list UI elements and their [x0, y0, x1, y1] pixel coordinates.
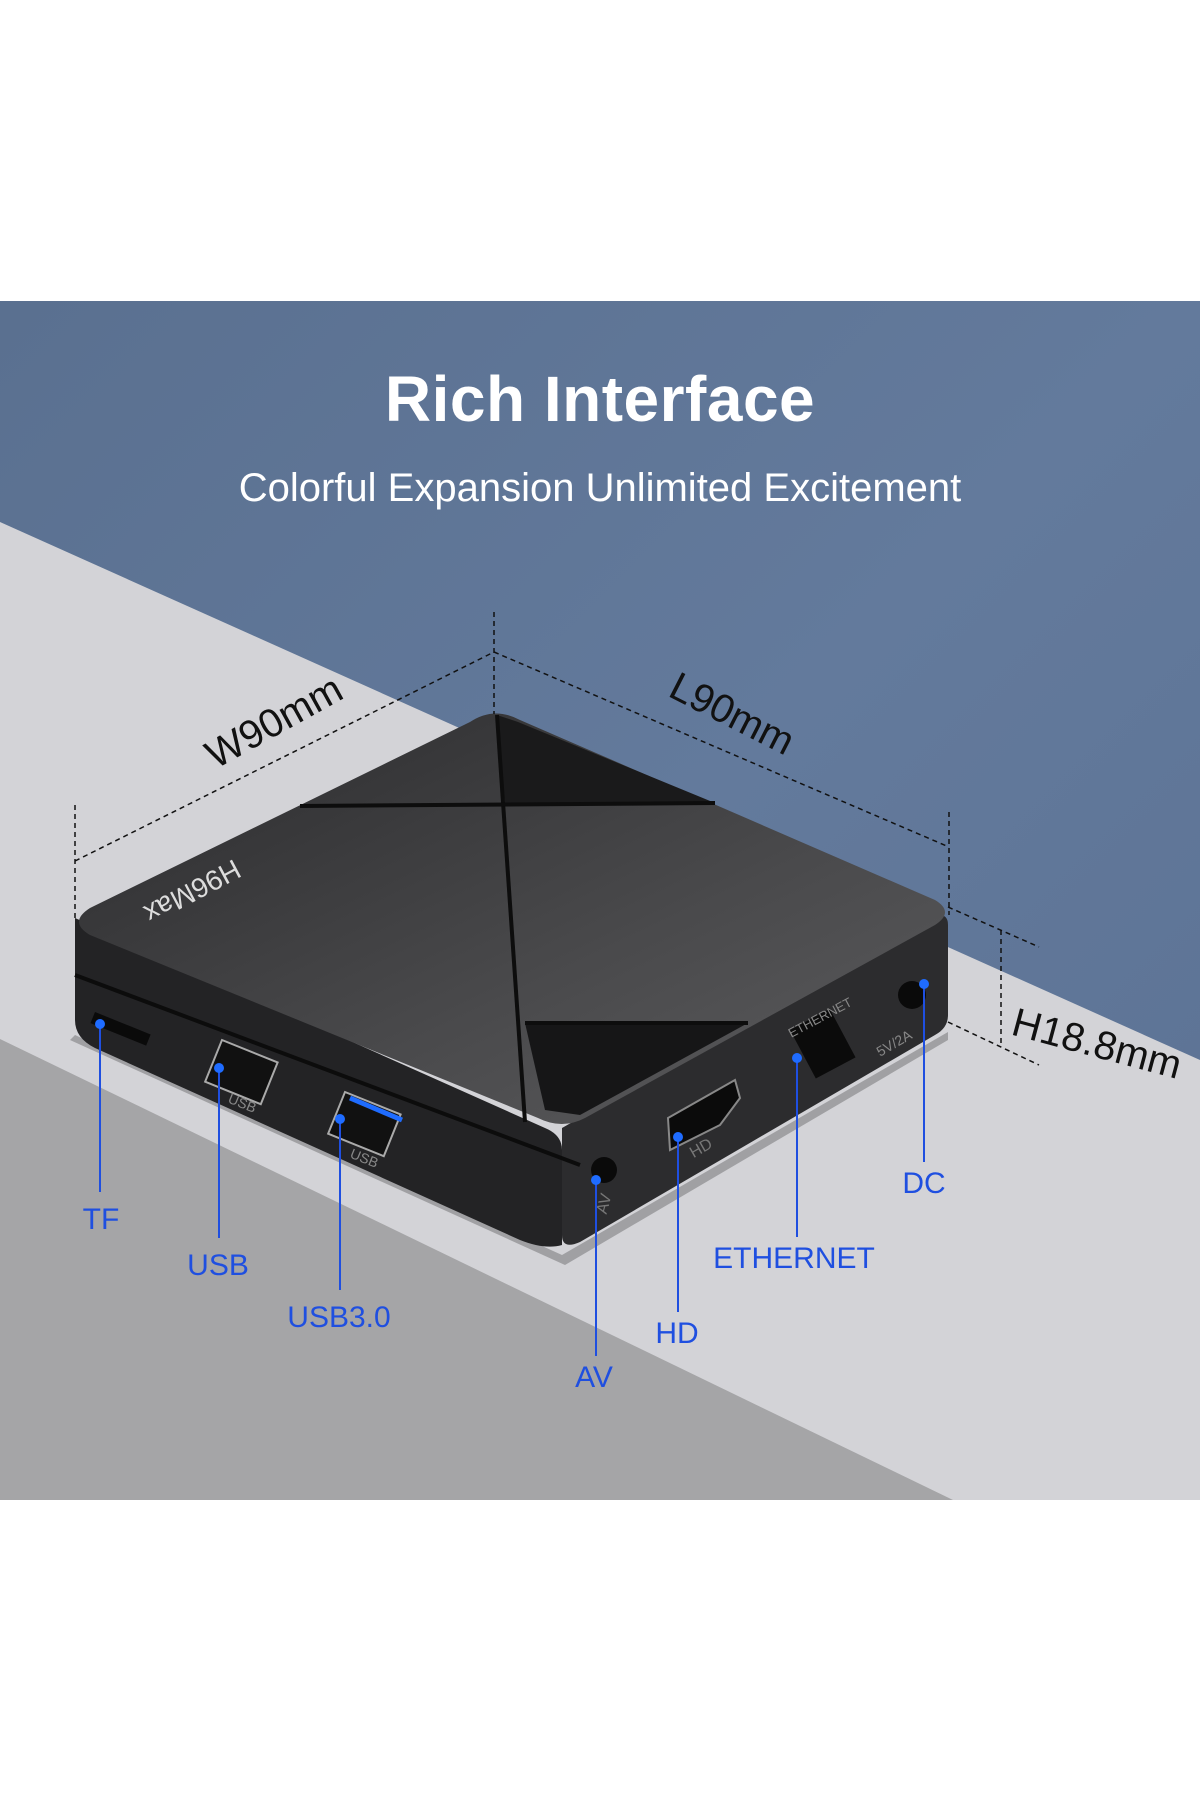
port-label-hd: HD [655, 1317, 699, 1350]
box-side-right [562, 915, 948, 1245]
port-label-usb: USB [187, 1249, 249, 1282]
port-label-av: AV [575, 1361, 613, 1394]
usb3-blue-tab [349, 1095, 403, 1123]
top-facet [525, 1023, 748, 1115]
dc-jack [898, 981, 926, 1009]
usb3-port [326, 1090, 402, 1158]
port-markers [95, 979, 929, 1185]
tf-slot [90, 1012, 151, 1046]
box-seam [74, 973, 581, 1167]
port-label-usb3: USB3.0 [287, 1301, 391, 1334]
top-groove [495, 714, 527, 1123]
dimension-lines [74, 612, 1040, 1066]
port-label-tf: TF [82, 1203, 120, 1236]
hdmi-port [666, 1078, 742, 1152]
page-subtitle: Colorful Expansion Unlimited Excitement [238, 466, 962, 510]
top-groove [299, 801, 716, 808]
floor-dark [0, 1039, 953, 1500]
usb-port [203, 1038, 279, 1106]
ethernet-port [790, 1008, 856, 1079]
page-title: Rich Interface [384, 363, 816, 435]
port-label-dc: DC [902, 1167, 946, 1200]
port-label-ethernet: ETHERNET [713, 1242, 875, 1275]
top-facet [497, 715, 715, 803]
box-side-left [75, 918, 562, 1247]
leader-lines [99, 984, 925, 1356]
